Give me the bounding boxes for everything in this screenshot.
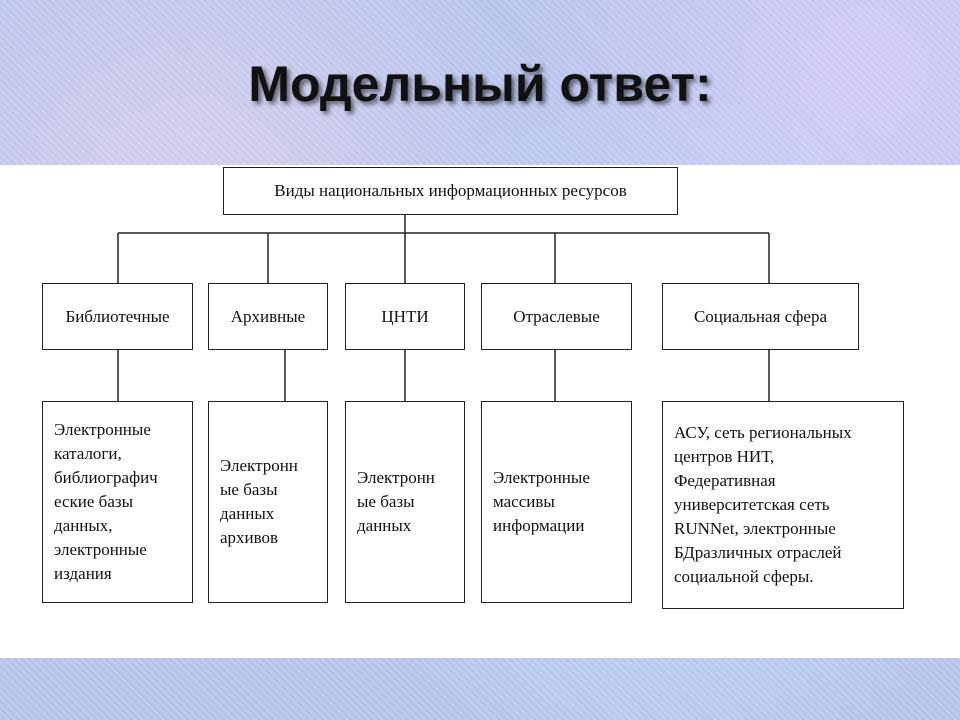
description-industry: Электронные массивы информации bbox=[481, 401, 632, 603]
category-archive: Архивные bbox=[208, 283, 328, 350]
description-cnti: Электронн ые базы данных bbox=[345, 401, 465, 603]
slide-title: Модельный ответ: bbox=[248, 56, 712, 112]
category-cnti: ЦНТИ bbox=[345, 283, 465, 350]
description-archive: Электронн ые базы данных архивов bbox=[208, 401, 328, 603]
category-industry: Отраслевые bbox=[481, 283, 632, 350]
description-social: АСУ, сеть региональных центров НИТ, Феде… bbox=[662, 401, 904, 609]
description-library: Электронные каталоги, библиографич еские… bbox=[42, 401, 193, 603]
root-node: Виды национальных информационных ресурсо… bbox=[223, 167, 678, 215]
category-library: Библиотечные bbox=[42, 283, 193, 350]
category-social: Социальная сфера bbox=[662, 283, 859, 350]
